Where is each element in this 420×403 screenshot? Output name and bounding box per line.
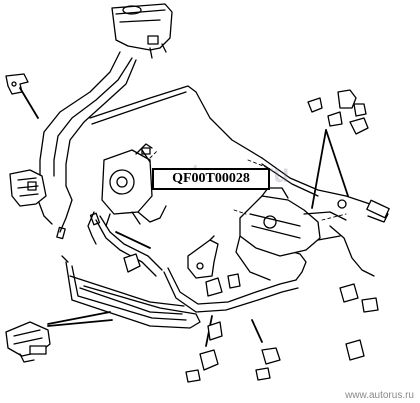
bracket-center: [187, 235, 219, 279]
reservoir-tank: [111, 3, 173, 59]
part-number-label: QF00T00028: [152, 168, 270, 190]
leader-lines: [19, 87, 349, 347]
hose-top-right: [89, 85, 263, 159]
steering-pump: [101, 143, 153, 227]
dashed-lines: [149, 149, 347, 221]
footer-url[interactable]: www.autorus.ru: [345, 390, 414, 401]
hose-fittings: [56, 147, 151, 240]
hose-bundle-left: [37, 51, 137, 233]
bracket-lower-left: [5, 321, 51, 363]
hose-rack-right: [235, 157, 390, 281]
bracket-top-left: [5, 73, 29, 95]
rack-bracket-left: [9, 169, 47, 207]
steering-rack: [239, 187, 347, 257]
clamps-right-top: [307, 89, 369, 135]
clamps-mid: [123, 253, 241, 341]
hose-pump-lower: [87, 205, 167, 277]
cooler-pipe: [61, 255, 201, 329]
clamps-bottom: [185, 283, 379, 383]
